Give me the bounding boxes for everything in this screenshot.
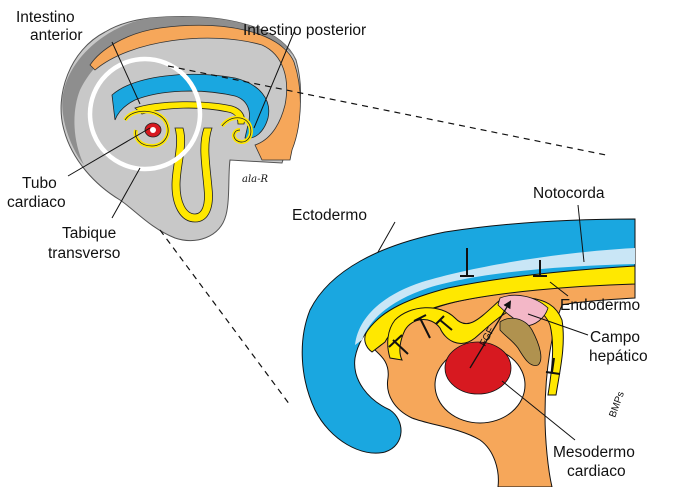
bmps-label: BMPs: [607, 390, 626, 419]
embryo-overview: ala-R: [61, 17, 300, 241]
label-cardiac-meso-line2: cardiaco: [567, 463, 626, 480]
zoom-line-bottom: [160, 230, 290, 405]
label-endoderm: Endodermo: [560, 297, 640, 314]
heart-tube-lumen: [150, 127, 156, 133]
label-foregut-line2: anterior: [30, 27, 83, 44]
signature: ala-R: [242, 174, 269, 185]
label-heart-tube-line1: Tubo: [22, 175, 57, 192]
label-septum-line1: Tabique: [62, 225, 116, 242]
label-cardiac-meso-line1: Mesodermo: [553, 444, 635, 461]
label-heart-tube-line2: cardiaco: [7, 194, 66, 211]
label-foregut-line1: Intestino: [16, 9, 75, 26]
cardiac-mesoderm: [445, 342, 511, 394]
label-hindgut: Intestino posterior: [243, 22, 366, 39]
label-hepatic-line2: hepático: [589, 348, 648, 365]
label-hepatic-line1: Campo: [590, 329, 640, 346]
label-notochord: Notocorda: [533, 185, 605, 202]
label-ectoderm: Ectodermo: [292, 207, 367, 224]
label-septum-line2: transverso: [48, 245, 120, 262]
